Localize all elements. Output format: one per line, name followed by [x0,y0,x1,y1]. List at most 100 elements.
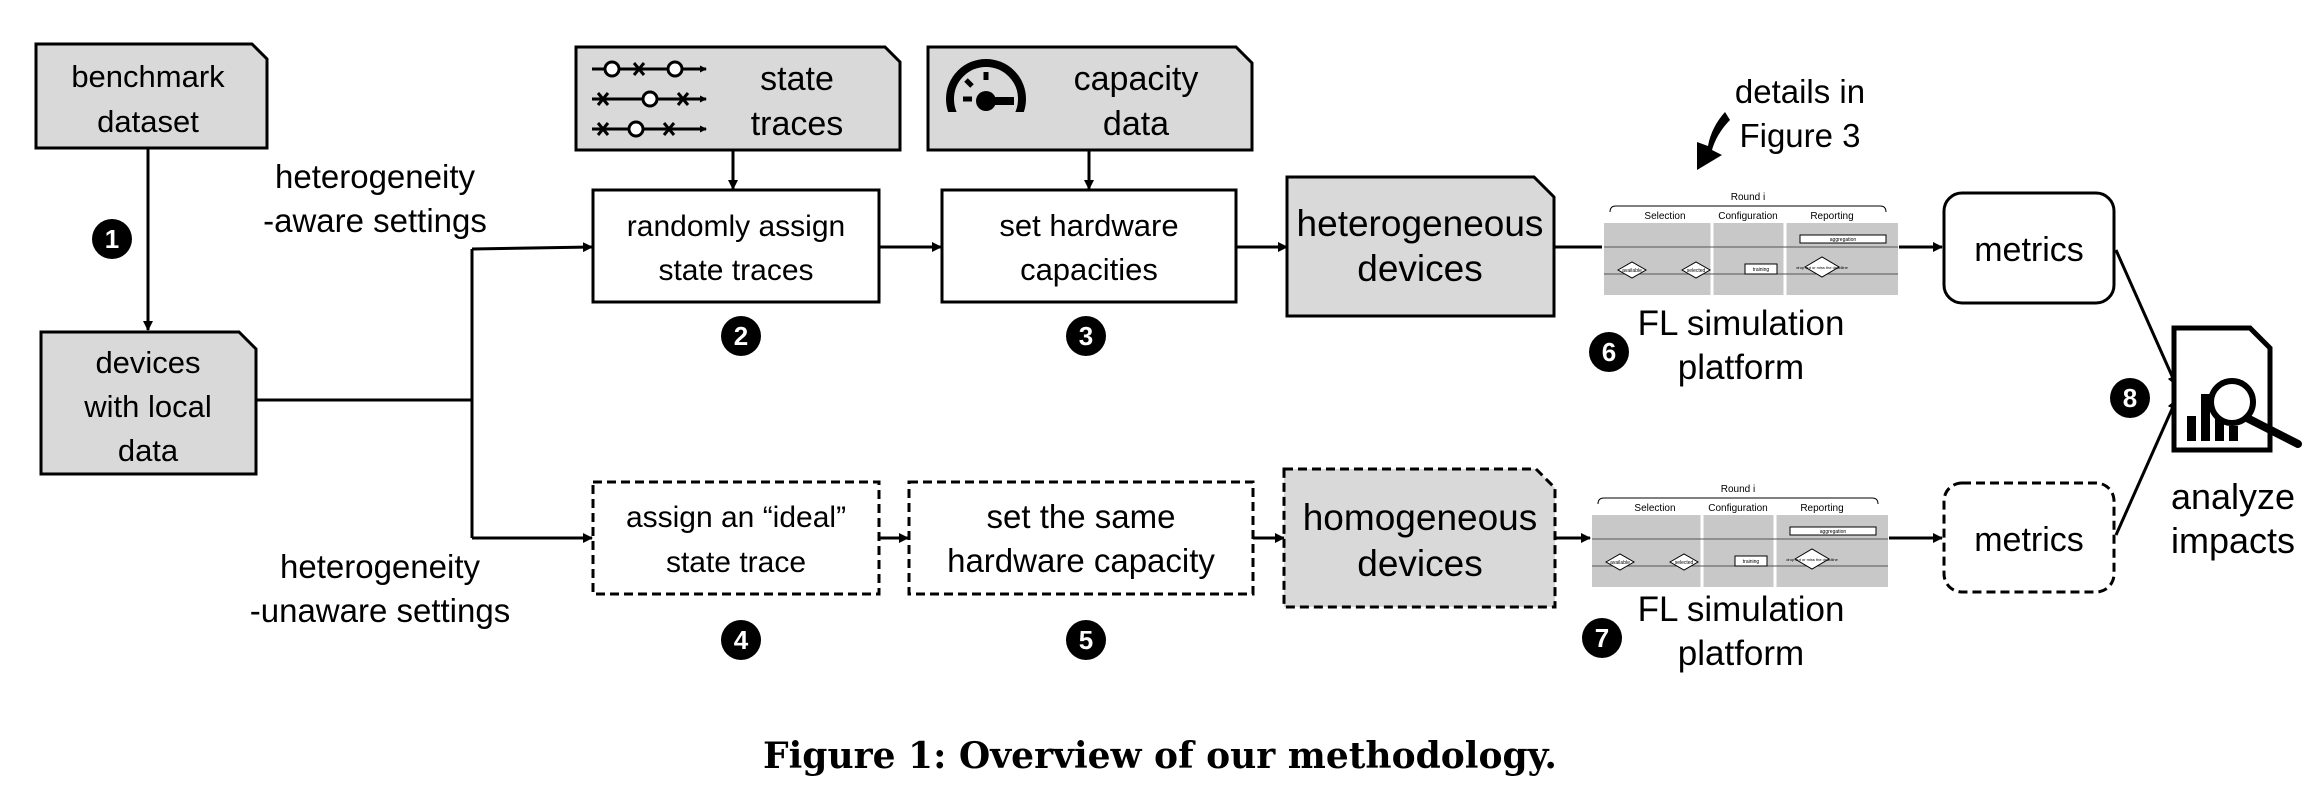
metrics-bottom-box: metrics [1942,481,2116,594]
step-badge-6: 6 [1589,332,1629,372]
metrics-top-label: metrics [1974,231,2084,269]
hetero-aware-line-1: heterogeneity [275,158,475,195]
magnifier-icon [2208,378,2302,448]
bar-chart-icon [2187,394,2238,441]
fl-platform-top-label: FL simulation platform [1638,304,1845,387]
thumb-bottom-phase-2: Configuration [1708,503,1767,514]
thumb-bottom-aggregation: aggregation [1820,529,1847,535]
fl-top-line-2: platform [1678,348,1804,387]
hetero-aware-line-2: -aware settings [263,202,487,239]
step-badge-8: 8 [2110,378,2150,418]
step-7-number: 7 [1595,623,1609,653]
details-line-2: Figure 3 [1739,117,1860,154]
step-badge-7: 7 [1582,618,1622,658]
same-hw-line-2: hardware capacity [947,542,1215,579]
thumb-bottom-round: Round i [1721,484,1755,495]
analyze-line-1: analyze [2171,476,2295,517]
thumb-bottom-phase-1: Selection [1634,503,1675,514]
thumb-top-dropout: drop out or miss the deadline [1796,265,1848,270]
homogeneous-devices-node: homogeneous devices [1282,467,1557,609]
random-assign-line-2: state traces [658,254,813,287]
devices-line-2: with local [83,389,212,424]
state-traces-line-2: traces [751,105,844,143]
state-traces-node: state traces [574,45,902,152]
step-3-number: 3 [1079,321,1093,351]
benchmark-dataset-node: benchmark dataset [34,42,269,150]
ideal-assign-box: assign an “ideal” state trace [591,480,881,596]
thumb-top-round: Round i [1731,192,1765,203]
step-badge-3: 3 [1066,316,1106,356]
devices-line-3: data [118,433,179,468]
thumb-top-phase-2: Configuration [1718,211,1777,222]
random-assign-line-1: randomly assign [627,210,845,243]
step-6-number: 6 [1602,337,1616,367]
step-2-number: 2 [734,321,748,351]
details-line-1: details in [1735,73,1865,110]
step-badge-5: 5 [1066,620,1106,660]
set-hw-line-1: set hardware [999,208,1178,243]
hetero-line-2: devices [1357,248,1482,289]
homo-line-2: devices [1357,543,1482,584]
set-hw-line-2: capacities [1020,252,1158,287]
ideal-assign-line-2: state trace [666,546,806,579]
hetero-unaware-line-2: -unaware settings [250,592,510,629]
thumb-bottom-selected: selected [1675,560,1694,566]
heterogeneous-devices-node: heterogeneous devices [1285,175,1556,318]
thumb-bottom-available: available [1610,560,1630,566]
step-4-number: 4 [734,625,749,655]
fl-top-line-1: FL simulation [1638,304,1845,343]
arrow-metrics-bottom-to-analyze [2114,399,2178,536]
thumb-top-phase-3: Reporting [1810,211,1853,222]
fl-bottom-line-1: FL simulation [1638,590,1845,629]
thumb-top-training: training [1753,267,1770,273]
benchmark-line-2: dataset [97,104,199,139]
thumb-top-phase-1: Selection [1644,211,1685,222]
heterogeneity-aware-label: heterogeneity -aware settings [263,158,487,239]
step-badge-2: 2 [721,316,761,356]
thumb-bottom-dropout: drop out or miss the deadline [1786,557,1838,562]
arrow-metrics-top-to-analyze [2114,249,2178,386]
set-hardware-box: set hardware capacities [940,188,1238,304]
analyze-line-2: impacts [2171,520,2295,561]
thumb-top-aggregation: aggregation [1830,237,1857,243]
same-hw-line-1: set the same [987,498,1176,535]
step-5-number: 5 [1079,625,1093,655]
thumb-top-selected: selected [1687,268,1706,274]
analyze-impacts-node: analyze impacts [2171,325,2302,561]
ideal-assign-line-1: assign an “ideal” [626,501,846,534]
fl-bottom-line-2: platform [1678,634,1804,673]
figure-caption: Figure 1: Overview of our methodology. [763,735,1557,777]
devices-local-data-node: devices with local data [39,330,258,476]
step-badge-1: 1 [92,219,132,259]
hetero-line-1: heterogeneous [1297,203,1544,244]
timeline-icon [592,60,707,138]
metrics-top-box: metrics [1942,191,2116,305]
capacity-data-node: capacity data [926,45,1254,152]
step-badge-4: 4 [721,620,761,660]
connectors [143,149,2178,543]
homo-line-1: homogeneous [1303,497,1538,538]
thumb-bottom-phase-3: Reporting [1800,503,1843,514]
fl-thumbnail-top: Round i Selection Configuration Reportin… [1604,192,1898,295]
capacity-line-1: capacity [1074,60,1199,98]
hetero-unaware-line-1: heterogeneity [280,548,480,585]
details-callout: details in Figure 3 [1697,73,1865,170]
thumb-bottom-training: training [1743,559,1760,565]
same-hardware-box: set the same hardware capacity [907,480,1255,596]
step-8-number: 8 [2123,383,2137,413]
state-traces-line-1: state [760,60,834,98]
step-1-number: 1 [105,224,119,254]
fl-thumbnail-bottom: Round i Selection Configuration Reportin… [1592,484,1888,587]
capacity-line-2: data [1103,105,1169,143]
arrow-to-random-assign [471,242,593,253]
metrics-bottom-label: metrics [1974,521,2084,559]
benchmark-line-1: benchmark [71,59,225,94]
devices-line-1: devices [95,345,200,380]
speedometer-icon [940,59,1032,142]
thumb-top-available: available [1622,268,1642,274]
fl-platform-bottom-label: FL simulation platform [1638,590,1845,673]
curved-arrow-icon [1697,112,1730,170]
random-assign-box: randomly assign state traces [591,188,881,304]
heterogeneity-unaware-label: heterogeneity -unaware settings [250,548,510,629]
